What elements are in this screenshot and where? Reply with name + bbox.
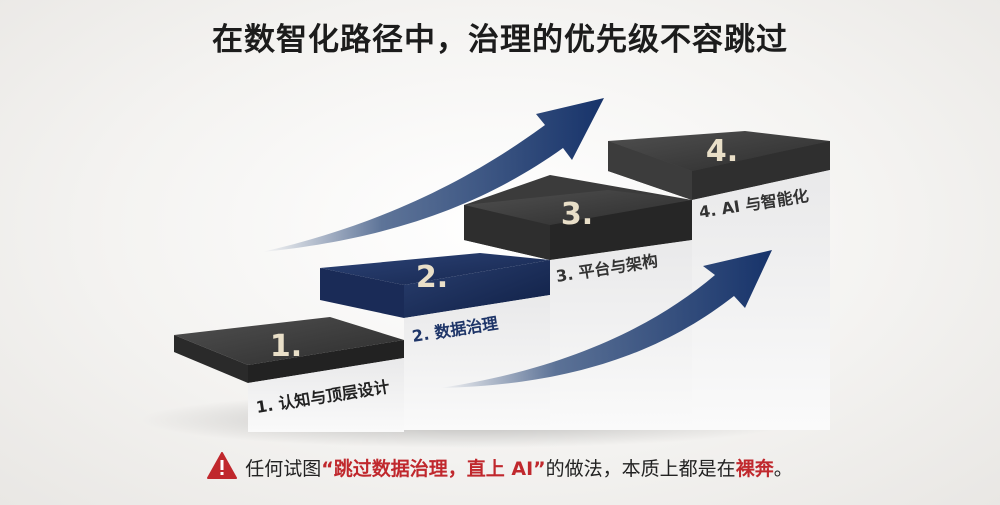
footer-warning: 任何试图“跳过数据治理，直上 AI”的做法，本质上都是在裸奔。: [0, 451, 1000, 484]
step-4-number: 4.: [706, 134, 738, 169]
footer-middle: 的做法，本质上都是在: [545, 458, 736, 480]
footer-accent: 裸奔: [735, 458, 774, 480]
step-2-number: 2.: [416, 260, 448, 295]
footer-prefix: 任何试图: [245, 458, 322, 480]
step-1-number: 1.: [270, 329, 302, 364]
upward-arrow-icon: [440, 250, 772, 388]
step-1: [174, 317, 404, 432]
footer-suffix: 。: [773, 458, 793, 480]
page-title: 在数智化路径中，治理的优先级不容跳过: [212, 22, 788, 58]
step-3-number: 3.: [561, 197, 593, 232]
footer-quote: “跳过数据治理，直上 AI”: [321, 458, 546, 480]
upward-arrow-icon: [262, 98, 604, 252]
warning-triangle-icon: [207, 451, 238, 484]
step-2: [320, 253, 550, 430]
step-3: [464, 175, 692, 430]
